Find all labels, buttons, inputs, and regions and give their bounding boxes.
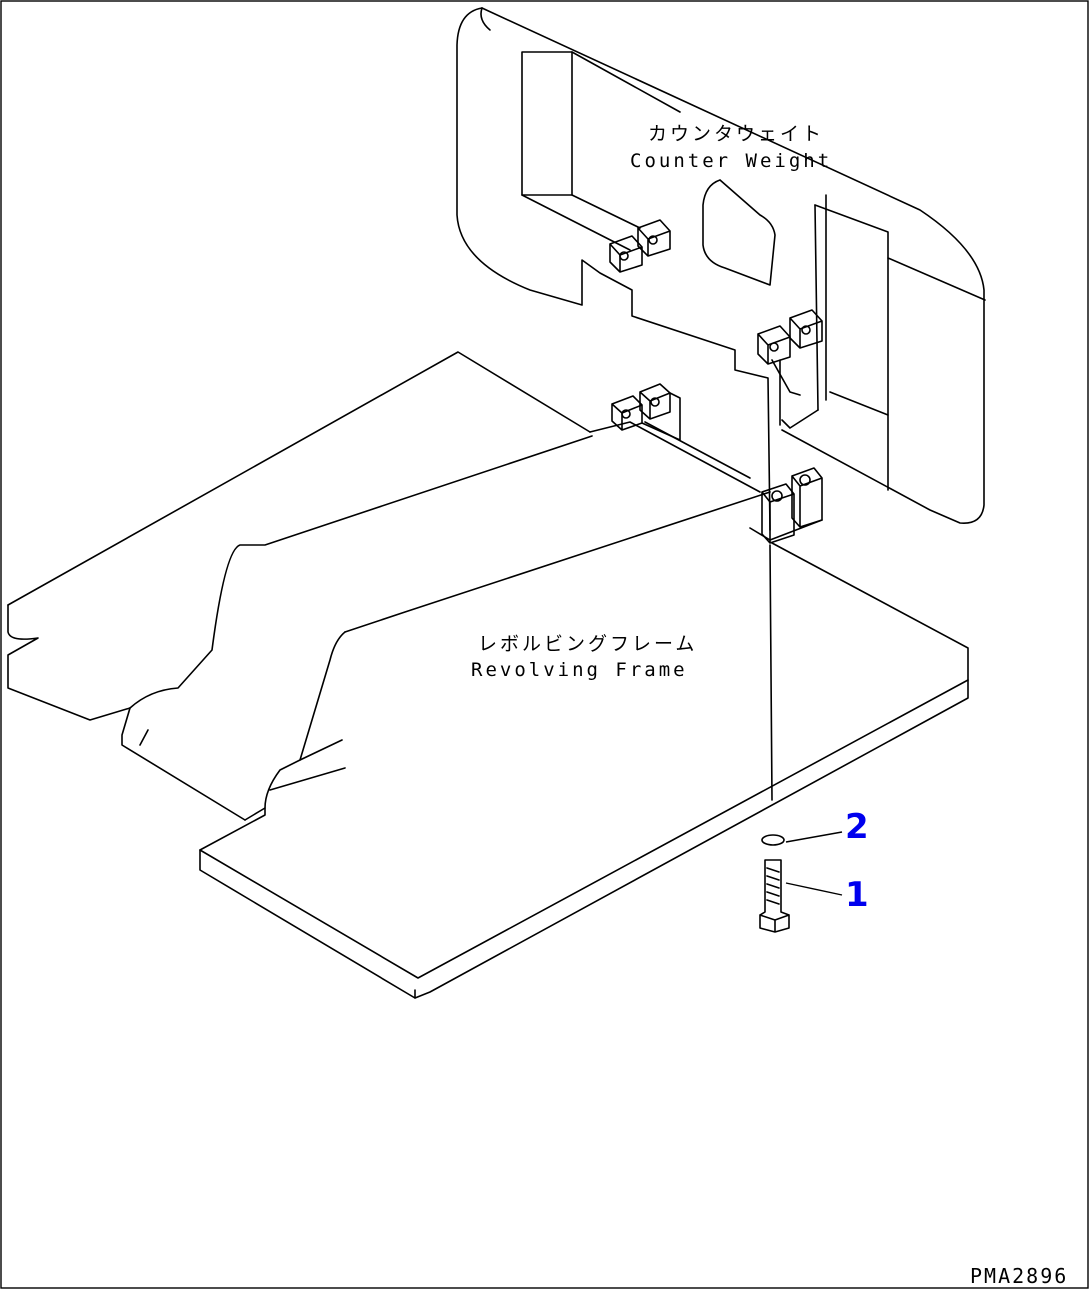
drawing-code: PMA2896 [970, 1264, 1068, 1288]
revolving-frame-label-jp: レボルビングフレーム [478, 633, 697, 655]
bolt-assembly-drawing [759, 544, 843, 933]
washer-shape [761, 834, 785, 846]
revolving-frame-drawing [7, 351, 969, 999]
counter-weight-label-en: Counter Weight [630, 150, 832, 172]
bolt-shape [759, 859, 790, 933]
counter-weight-label-jp: カウンタウェイト [648, 123, 824, 145]
leader-line-1 [785, 882, 843, 896]
counter-weight-drawing [456, 7, 986, 531]
callout-2[interactable]: 2 [845, 807, 869, 847]
revolving-frame-label-en: Revolving Frame [471, 659, 688, 681]
callout-1[interactable]: 1 [845, 875, 869, 915]
leader-line-2 [785, 831, 843, 843]
